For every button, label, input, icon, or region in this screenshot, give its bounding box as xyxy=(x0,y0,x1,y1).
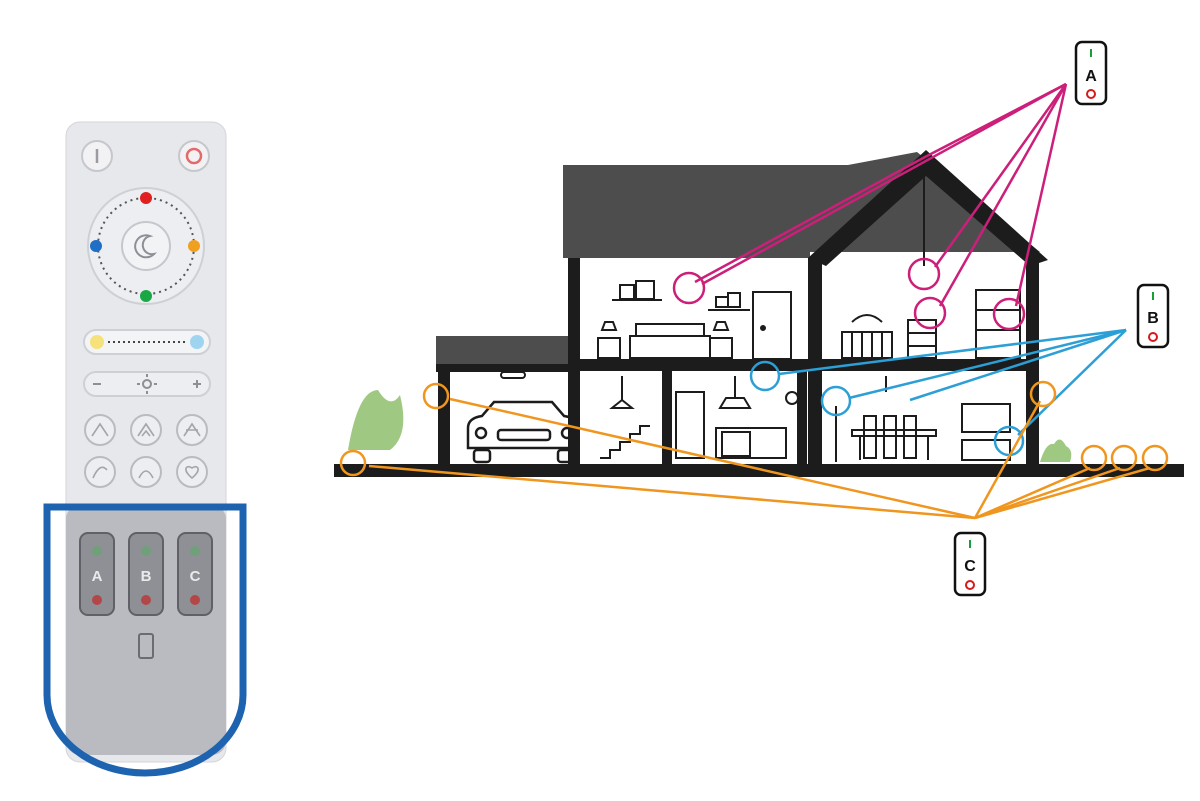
zone-button-c[interactable]: C xyxy=(177,532,213,616)
nursery-furniture xyxy=(841,176,1021,359)
gable-roof xyxy=(808,150,1048,266)
zone-b-target-tv-light xyxy=(993,425,1025,457)
kitchen-furniture xyxy=(600,376,799,459)
zone-a-target-shelf-lamp xyxy=(992,297,1026,331)
zone-a-target-pendant-lamp xyxy=(672,271,706,305)
bedroom-furniture xyxy=(597,280,792,360)
scene-button-6[interactable] xyxy=(176,456,208,488)
color-temperature-slider[interactable] xyxy=(83,329,211,355)
zone-a-connections xyxy=(672,82,1068,331)
zone-a-label: A xyxy=(1085,68,1097,85)
brightness-plus-icon xyxy=(193,380,201,388)
scene-icon-5 xyxy=(138,470,154,479)
zone-b-off-icon xyxy=(1148,332,1158,342)
house-walls xyxy=(436,258,1039,468)
zone-c-target-path-light-2 xyxy=(1110,444,1138,472)
zone-a-switch-tag: A xyxy=(1074,40,1108,106)
scene-button-4[interactable] xyxy=(84,456,116,488)
zone-button-c-label: C xyxy=(190,568,201,585)
color-dot-blue[interactable] xyxy=(90,240,102,252)
main-roof xyxy=(563,152,1040,258)
color-dot-red[interactable] xyxy=(140,192,152,204)
ground-line xyxy=(334,464,1184,477)
scene-icon-6 xyxy=(185,465,199,480)
power-off-icon xyxy=(185,147,203,165)
scene-icon-2 xyxy=(137,422,155,437)
zone-c-switch-tag: C xyxy=(953,531,987,597)
zone-c-connections xyxy=(339,380,1169,520)
zone-button-a-label: A xyxy=(92,568,103,585)
zone-b-label: B xyxy=(1147,310,1159,327)
zone-c-label: C xyxy=(964,558,976,575)
zone-c-off-icon xyxy=(965,580,975,590)
car xyxy=(466,400,580,464)
zone-a-off-icon xyxy=(1086,89,1096,99)
zone-b-switch-tag: B xyxy=(1136,283,1170,349)
zone-c-target-garage-socket xyxy=(422,382,450,410)
scene-buttons xyxy=(84,414,208,488)
brightness-slider[interactable] xyxy=(83,371,211,397)
phone-icon xyxy=(138,633,154,659)
moon-icon xyxy=(134,234,158,259)
zone-c-target-path-light-3 xyxy=(1141,444,1169,472)
scene-icon-3 xyxy=(183,422,201,437)
power-off-button[interactable] xyxy=(178,140,210,172)
color-dot-green[interactable] xyxy=(140,290,152,302)
scene-button-5[interactable] xyxy=(130,456,162,488)
zone-c-target-path-light-1 xyxy=(1080,444,1108,472)
power-on-button[interactable] xyxy=(81,140,113,172)
zone-a-target-ceiling-lamp xyxy=(907,257,941,291)
zone-b-target-hood-light xyxy=(749,360,781,392)
zone-b-target-floor-lamp xyxy=(820,385,852,417)
scene-icon-1 xyxy=(91,422,109,437)
garage-roof xyxy=(436,336,572,364)
zone-button-b[interactable]: B xyxy=(128,532,164,616)
zone-button-a[interactable]: A xyxy=(79,532,115,616)
scene-icons xyxy=(91,422,201,480)
remote-control: A B C xyxy=(43,121,247,777)
scene-icon-4 xyxy=(92,466,108,479)
zone-a-target-night-light xyxy=(913,296,947,330)
sun-icon xyxy=(137,374,157,394)
night-button[interactable] xyxy=(121,221,171,271)
zone-button-b-label: B xyxy=(141,568,152,585)
scene-button-1[interactable] xyxy=(84,414,116,446)
dining-furniture xyxy=(835,376,1011,462)
zone-buttons-highlight xyxy=(43,503,247,777)
zone-b-connections xyxy=(749,328,1127,457)
zone-c-target-wall-light xyxy=(1029,380,1057,408)
plants xyxy=(348,390,1072,462)
zone-c-target-garden-spot xyxy=(339,449,367,477)
color-dot-orange[interactable] xyxy=(188,240,200,252)
garage-light xyxy=(500,371,526,379)
